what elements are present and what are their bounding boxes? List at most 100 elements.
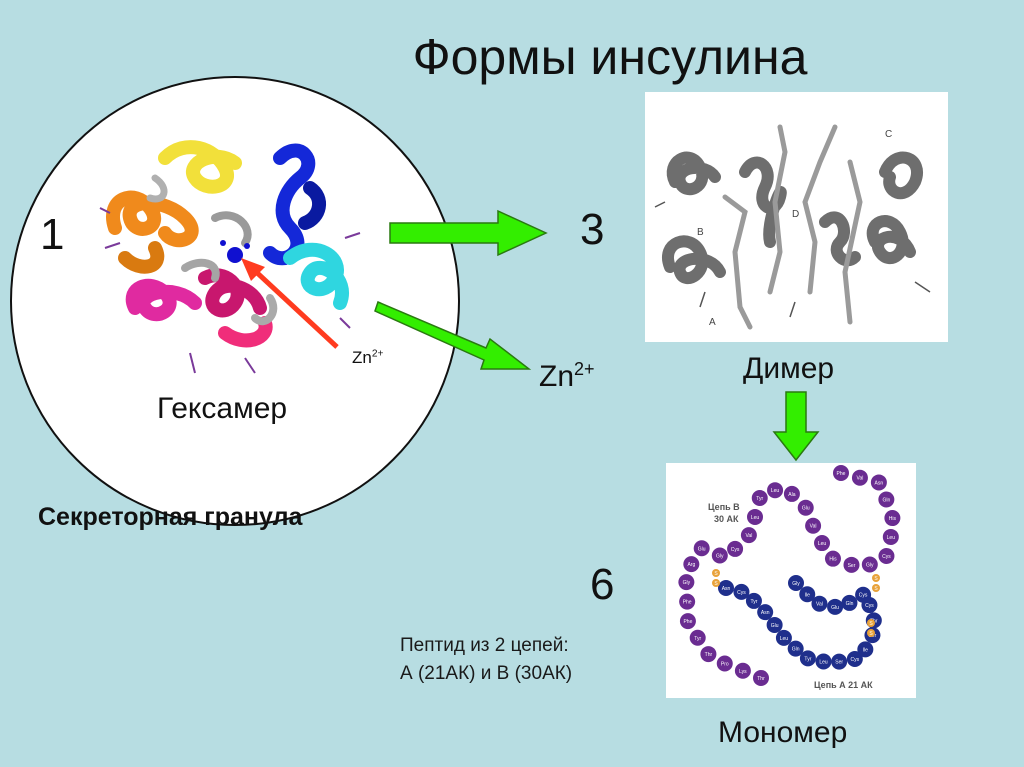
chain-b-residue-bead xyxy=(882,528,899,545)
chain-b-residue: Ser xyxy=(843,556,860,573)
chain-b-residue-text: Cys xyxy=(882,554,891,560)
chain-b-residue-text: Phe xyxy=(683,619,692,625)
disulfide-bond: S xyxy=(867,629,875,637)
chain-b-residue: Leu xyxy=(767,482,784,499)
chain-a-residue-text: Leu xyxy=(819,660,828,666)
chain-a-residue-text: Ile xyxy=(805,592,811,598)
chain-a-residue-bead xyxy=(846,651,863,668)
chain-b-residue-text: Leu xyxy=(771,488,780,494)
chain-a-residue-text: Cys xyxy=(859,593,868,599)
disulfide-bond-bead xyxy=(872,574,880,582)
monomer-description-line-1: Пептид из 2 цепей: xyxy=(400,635,569,656)
chain-b-residue-text: Cys xyxy=(731,547,740,553)
chain-b-residue-bead xyxy=(797,499,814,516)
chain-a-residue-bead xyxy=(766,616,783,633)
chain-b-label-line-1: Цепь B xyxy=(708,502,740,512)
disulfide-bond-bead xyxy=(712,579,720,587)
chain-b-residue: Gly xyxy=(678,574,695,591)
hexamer-structure-image xyxy=(95,118,375,388)
chain-b-residue-text: Glu xyxy=(698,546,706,552)
chain-a-residue-bead xyxy=(757,604,774,621)
chain-b-residue-text: Gly xyxy=(683,580,691,586)
dimer-label: Димер xyxy=(743,352,835,385)
chain-a-residue-bead xyxy=(811,595,828,612)
chain-b-residue-bead xyxy=(711,547,728,564)
disulfide-bond-bead xyxy=(867,619,875,627)
chain-b-residue: Arg xyxy=(683,556,700,573)
chain-a-residue-text: Glu xyxy=(771,623,779,629)
chain-b-residue-bead xyxy=(678,574,695,591)
chain-b-residue: His xyxy=(884,510,901,527)
chain-b-residue: His xyxy=(824,550,841,567)
chain-a-residue-bead xyxy=(799,650,816,667)
chain-a-residue: Ile xyxy=(857,641,874,658)
chain-a-residue: Asn xyxy=(718,580,734,596)
chain-b-residue: Cys xyxy=(878,547,895,564)
disulfide-bond-bead xyxy=(872,584,880,592)
chain-b-residue-bead xyxy=(679,613,696,630)
chain-a-residue-bead xyxy=(827,598,844,615)
chain-b-residue-text: Ala xyxy=(788,492,795,498)
disulfide-bond: S xyxy=(872,574,880,582)
disulfide-bond-text: S xyxy=(874,586,878,592)
chain-b-residue-bead xyxy=(783,485,800,502)
chain-b-residue: Pro xyxy=(716,655,733,672)
chain-b-residue-bead xyxy=(689,629,706,646)
chain-a-residue-bead xyxy=(841,594,858,611)
zn-ion-label: Zn2+ xyxy=(352,348,384,367)
dimer-chain-label-b: B xyxy=(697,227,704,238)
chain-b-residue-bead xyxy=(870,474,887,491)
dimer-structure-image: C B D A xyxy=(645,92,948,342)
disulfide-bond-text: S xyxy=(874,576,878,582)
chain-b-residue: Ala xyxy=(783,485,800,502)
chain-a-residue-text: Asn xyxy=(722,586,731,592)
chain-a-residue: Gln xyxy=(787,640,804,657)
chain-a-residue-bead xyxy=(815,653,832,670)
chain-a-residue: Cys xyxy=(861,597,878,614)
monomer-label: Мономер xyxy=(718,716,848,749)
disulfide-bond: S xyxy=(872,584,880,592)
chain-a-residue-text: Leu xyxy=(780,636,789,642)
disulfide-bond-text: S xyxy=(869,631,873,637)
chain-a-residue: Gln xyxy=(841,594,858,611)
chain-b-residue-text: Gly xyxy=(716,554,724,560)
chain-a-residue: Asn xyxy=(757,604,774,621)
chain-b-residue-text: Tyr xyxy=(694,636,701,642)
disulfide-bond-text: S xyxy=(714,581,718,587)
chain-a-residue-bead xyxy=(831,653,848,670)
chain-a-residue-text: Gln xyxy=(846,601,854,607)
chain-b-residue-text: His xyxy=(889,516,897,522)
arrow-to-monomer xyxy=(772,391,820,462)
chain-b-residue-bead xyxy=(734,662,751,679)
secretory-granule-caption: Секреторная гранула xyxy=(38,503,303,531)
chain-b-residue-bead xyxy=(683,556,700,573)
chain-b-residue: Asn xyxy=(870,474,887,491)
chain-a-residue-text: Glu xyxy=(831,605,839,611)
chain-a-residue-text: Ser xyxy=(835,660,843,666)
page-title: Формы инсулина xyxy=(412,29,808,85)
chain-a-residue: Glu xyxy=(766,616,783,633)
chain-a-residue-bead xyxy=(745,592,762,609)
chain-b-residue-text: Pro xyxy=(721,662,729,668)
chain-b-residue-bead xyxy=(693,540,710,557)
chain-a-residue: Cys xyxy=(846,651,863,668)
chain-a-residue: Ile xyxy=(799,586,816,603)
chain-a-residue: Leu xyxy=(775,629,792,646)
chain-a-residue: Glu xyxy=(827,598,844,615)
chain-a-residue-text: Gln xyxy=(792,647,800,653)
chain-b-residue-text: His xyxy=(829,557,837,563)
chain-b-residue-bead xyxy=(727,540,744,557)
chain-b-residue-text: Phe xyxy=(837,471,846,477)
chain-b-residue-bead xyxy=(851,469,868,486)
arrow-to-zn-release xyxy=(374,300,532,370)
chain-b-residue: Leu xyxy=(814,535,831,552)
chain-b-residue-text: Val xyxy=(745,533,752,539)
chain-a-residue: Tyr xyxy=(745,592,762,609)
chain-a-residue: Leu xyxy=(815,653,832,670)
chain-b-residue-text: Thr xyxy=(705,652,713,658)
chain-b-residue-text: Glu xyxy=(802,506,810,512)
chain-b-residue: Gly xyxy=(861,556,878,573)
hexamer-label: Гексамер xyxy=(157,392,288,425)
chain-b-residue-bead xyxy=(843,556,860,573)
chain-a-residue-bead xyxy=(799,586,816,603)
